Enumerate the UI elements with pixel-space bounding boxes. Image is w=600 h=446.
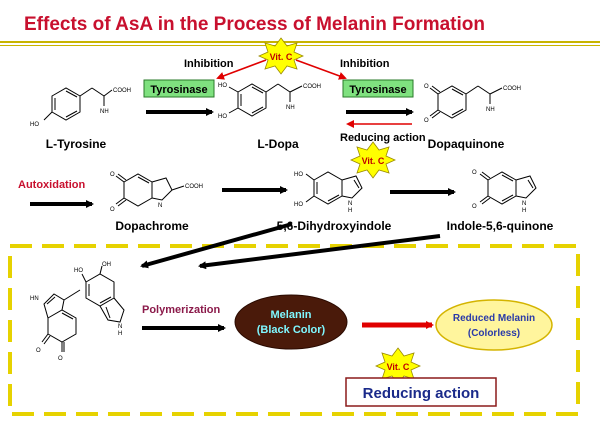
dopaquinone-structure bbox=[429, 85, 503, 119]
dopaquinone-cooh: COOH bbox=[503, 86, 521, 92]
dopachrome-structure bbox=[115, 173, 185, 207]
inhibition-arrows bbox=[216, 59, 347, 80]
iq-o-top: O bbox=[472, 170, 477, 176]
dhi-ho-top: HO bbox=[294, 172, 303, 178]
tyrosinase-badge-left: Tyrosinase bbox=[143, 79, 215, 98]
tyrosine-structure bbox=[43, 87, 113, 121]
dopachrome-n: N bbox=[158, 203, 162, 209]
vitc-label-top: Vit. C bbox=[270, 52, 293, 62]
tyrosine-nh2: NH bbox=[100, 109, 109, 115]
dhi-h: H bbox=[348, 208, 352, 214]
melanin-line2: (Black Color) bbox=[257, 324, 326, 336]
dimer-hn: HN bbox=[30, 296, 39, 302]
melanin-line1: Melanin bbox=[271, 309, 312, 321]
tyrosine-cooh: COOH bbox=[113, 88, 131, 94]
arrow-iq-to-polymer bbox=[198, 234, 441, 270]
dimer-oh: OH bbox=[102, 262, 111, 268]
vitc-star-middle: Vit. C bbox=[350, 141, 396, 179]
reduced-melanin-line2: (Colorless) bbox=[468, 328, 520, 339]
label-dhi: 5,6-Dihydroxyindole bbox=[277, 219, 392, 233]
reduced-melanin-node: Reduced Melanin (Colorless) bbox=[435, 299, 553, 351]
vitc-label-bottom: Vit. C bbox=[387, 362, 410, 372]
dimer-o-2: O bbox=[58, 356, 63, 362]
vitc-star-top: Vit. C bbox=[258, 37, 304, 75]
title-stripe bbox=[0, 41, 600, 46]
tyrosinase-left-label: Tyrosinase bbox=[150, 84, 207, 96]
label-iq: Indole-5,6-quinone bbox=[447, 219, 554, 233]
dopachrome-o-bottom: O bbox=[110, 207, 115, 213]
reduced-melanin-line1: Reduced Melanin bbox=[453, 313, 535, 324]
dimer-structure bbox=[41, 265, 125, 352]
label-l-dopa: L-Dopa bbox=[257, 137, 299, 151]
iq-structure bbox=[479, 171, 537, 205]
vitc-label-middle: Vit. C bbox=[362, 156, 385, 166]
arrow-dhi-to-polymer bbox=[140, 222, 293, 269]
tyrosinase-badge-right: Tyrosinase bbox=[342, 79, 414, 98]
inhibition-right-label: Inhibition bbox=[340, 58, 390, 70]
dopachrome-o-top: O bbox=[110, 172, 115, 178]
dopa-cooh: COOH bbox=[303, 84, 321, 90]
label-dopaquinone: Dopaquinone bbox=[428, 137, 505, 151]
inhibition-left-label: Inhibition bbox=[184, 58, 234, 70]
dopaquinone-nh2: NH bbox=[486, 107, 495, 113]
melanin-node: Melanin (Black Color) bbox=[234, 294, 348, 350]
iq-n: N bbox=[522, 201, 526, 207]
reducing-action-box-label: Reducing action bbox=[363, 385, 480, 402]
dopa-ho-bottom: HO bbox=[218, 114, 227, 120]
dopachrome-cooh: COOH bbox=[185, 184, 203, 190]
dhi-ho-bottom: HO bbox=[294, 202, 303, 208]
autoxidation-label: Autoxidation bbox=[18, 179, 85, 191]
dopaquinone-o-bottom: O bbox=[424, 118, 429, 124]
tyrosinase-right-label: Tyrosinase bbox=[349, 84, 406, 96]
dopaquinone-o-top: O bbox=[424, 84, 429, 90]
dopa-ho-top: HO bbox=[218, 83, 227, 89]
tyrosine-ho: HO bbox=[30, 122, 39, 128]
dhi-structure bbox=[305, 171, 363, 205]
page-title: Effects of AsA in the Process of Melanin… bbox=[24, 14, 485, 35]
label-l-tyrosine: L-Tyrosine bbox=[46, 137, 107, 151]
dimer-o-1: O bbox=[36, 348, 41, 354]
iq-o-bottom: O bbox=[472, 204, 477, 210]
reducing-action-box: Reducing action bbox=[345, 377, 497, 407]
dimer-n: N bbox=[118, 324, 122, 330]
dimer-ho: HO bbox=[74, 268, 83, 274]
dopa-nh2: NH bbox=[286, 105, 295, 111]
reducing-action-top-label: Reducing action bbox=[340, 132, 426, 144]
polymerization-label: Polymerization bbox=[142, 304, 221, 316]
dimer-h: H bbox=[118, 331, 122, 337]
iq-h: H bbox=[522, 208, 526, 214]
dopa-structure bbox=[228, 83, 303, 117]
polymerization-box bbox=[8, 244, 580, 416]
dhi-n: N bbox=[348, 201, 352, 207]
label-dopachrome: Dopachrome bbox=[115, 219, 189, 233]
